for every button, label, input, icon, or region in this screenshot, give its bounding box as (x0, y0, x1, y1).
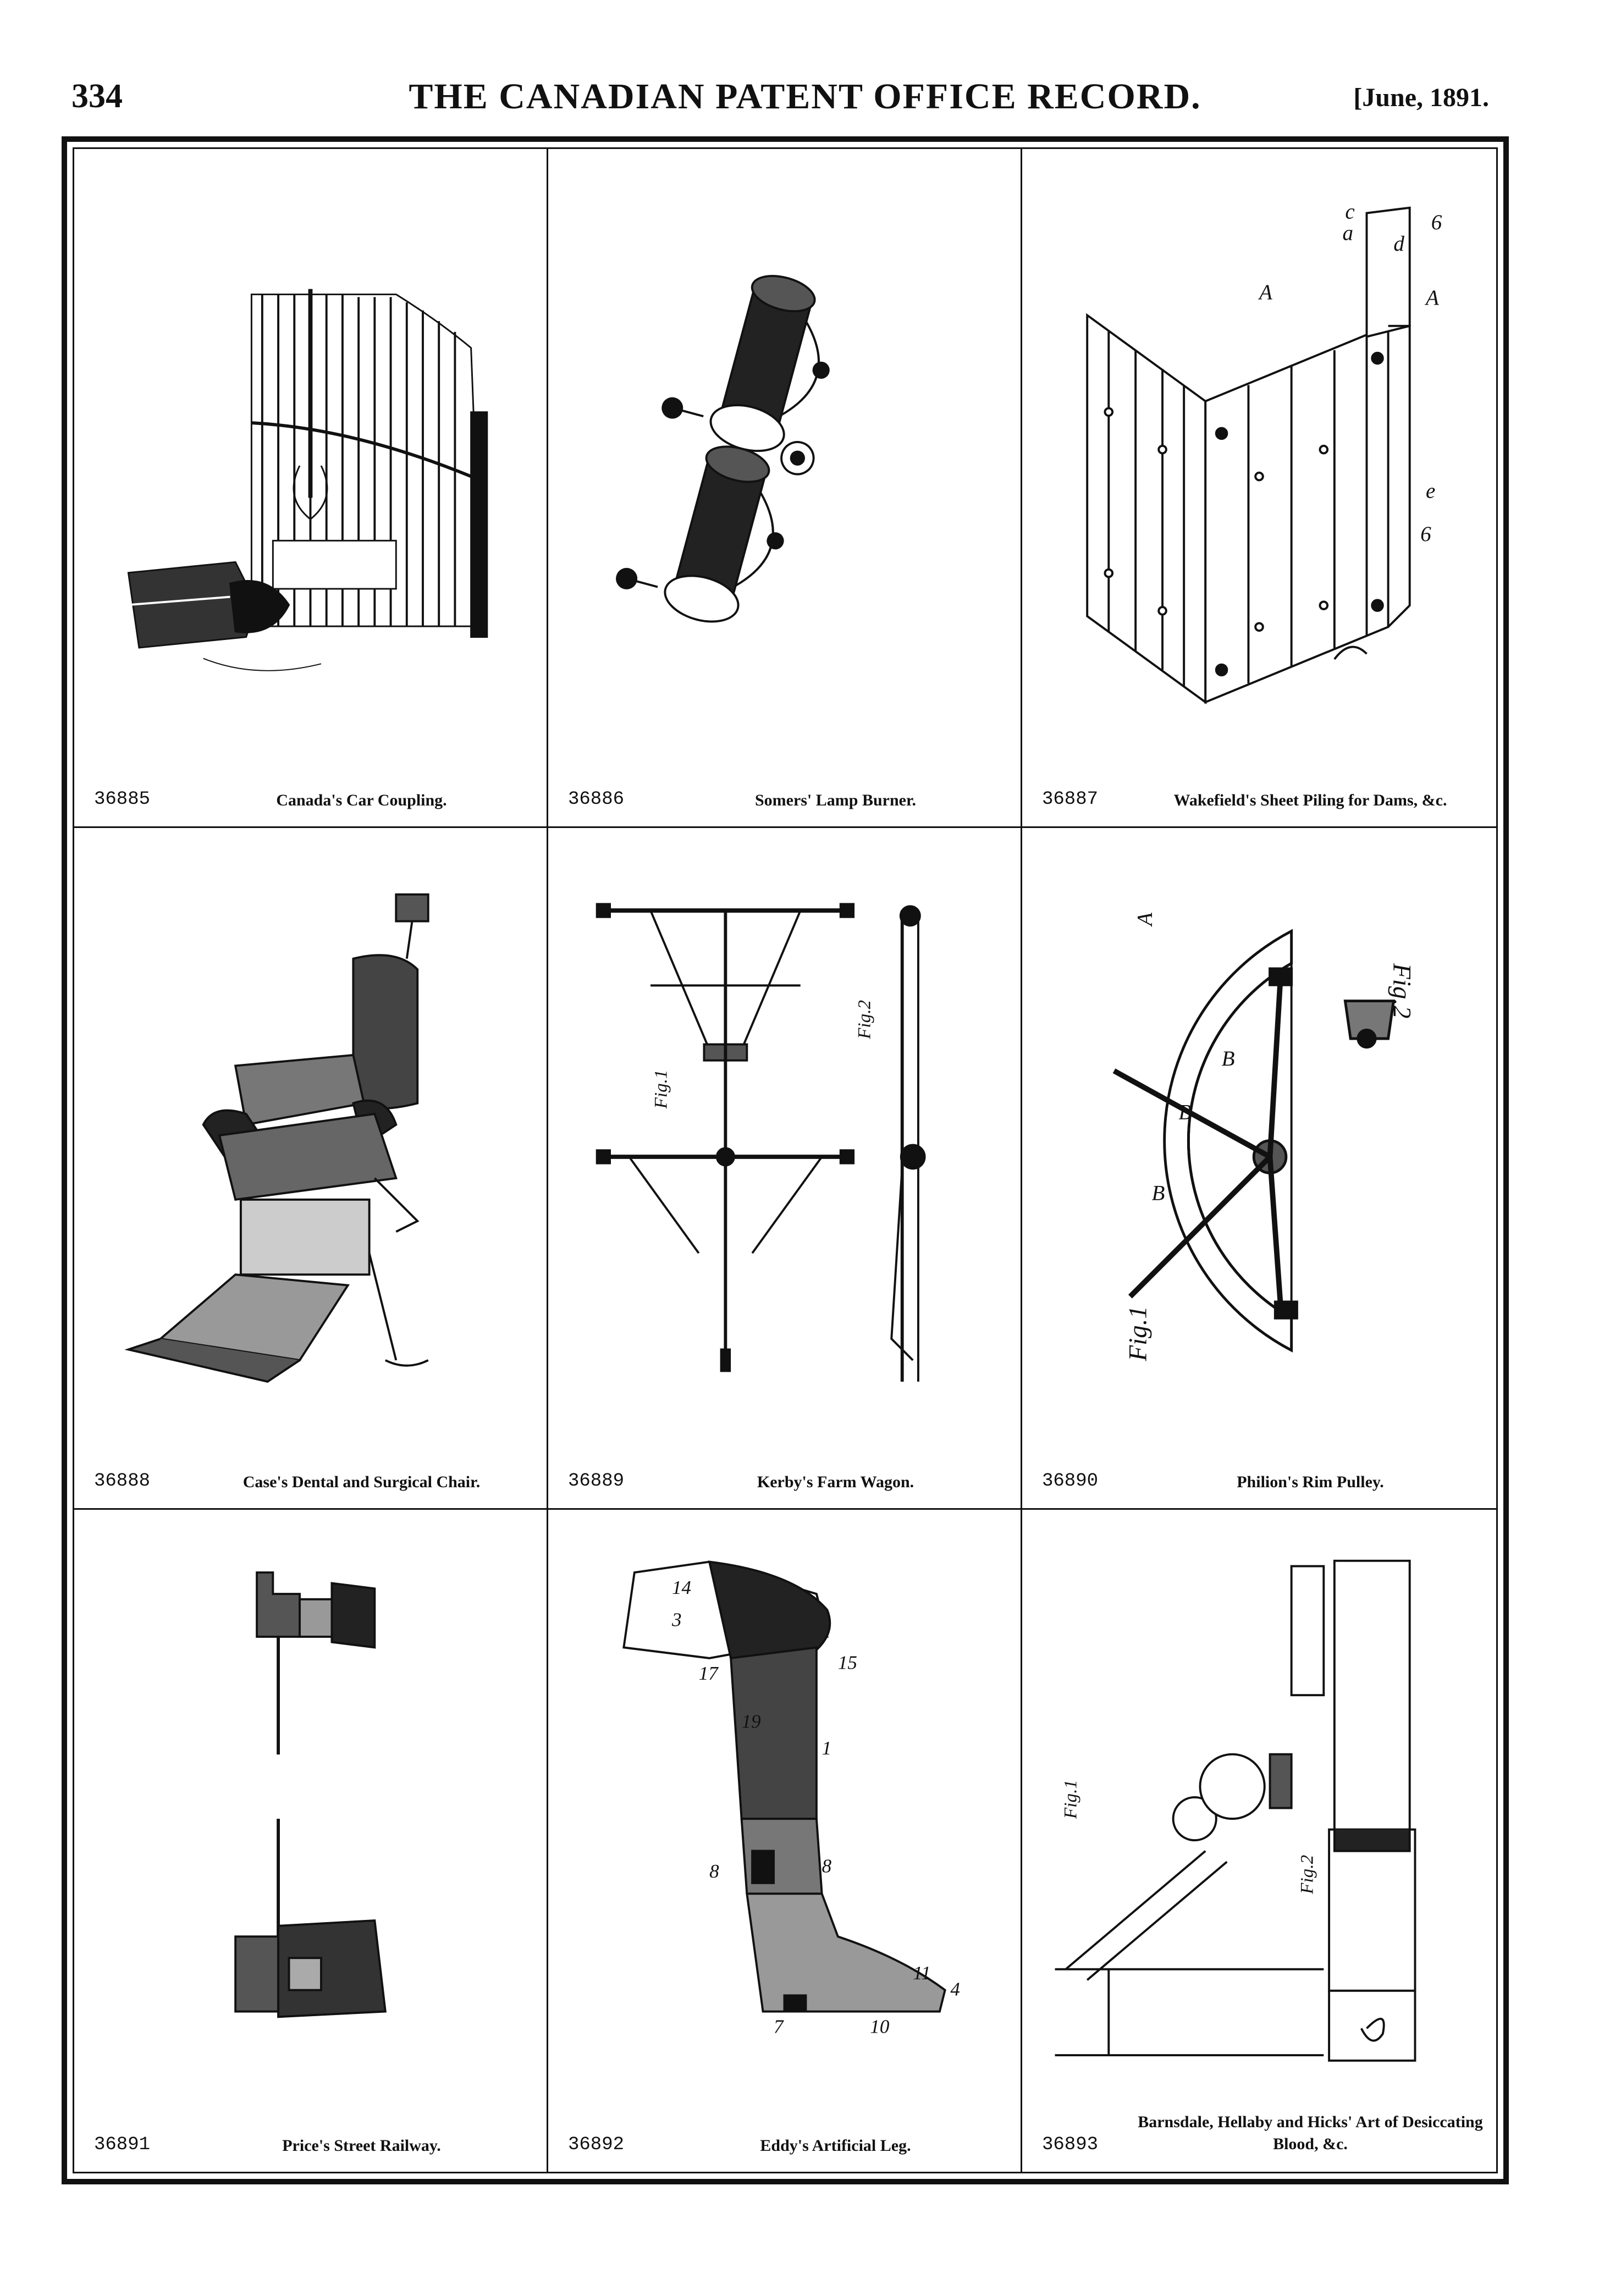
street-railway-drawing (234, 1571, 387, 2018)
piling-label-c: c (1345, 200, 1354, 223)
piling-label-6b: 6 (1420, 522, 1431, 546)
leg-label-7: 7 (774, 2016, 784, 2038)
leg-label-11: 11 (913, 1962, 930, 1984)
patent-cell-36891: 36891 Price's Street Railway. (74, 1510, 548, 2172)
wagon-fig2-label: Fig.2 (854, 1000, 874, 1040)
page-header: 334 THE CANADIAN PATENT OFFICE RECORD. [… (0, 66, 1610, 126)
wagon-fig1-label: Fig.1 (651, 1070, 671, 1110)
piling-label-e: e (1426, 479, 1435, 503)
patent-number: 36886 (568, 789, 625, 810)
sheet-piling-drawing: c a d 6 A A e 6 (1086, 200, 1442, 704)
rim-pulley-drawing: A B B B Fig.2 Fig.1 (1112, 912, 1416, 1362)
desiccating-blood-drawing: Fig.1 Fig.2 (1055, 1559, 1416, 2062)
figure-lamp-burner (570, 171, 999, 760)
patent-caption: 36893 Barnsdale, Hellaby and Hicks' Art … (1042, 2100, 1485, 2155)
issue-date: [June, 1891. (1353, 83, 1489, 112)
piling-label-6: 6 (1431, 211, 1442, 234)
piling-label-a: a (1343, 221, 1354, 245)
piling-label-a2: A (1424, 286, 1440, 310)
patent-caption: 36891 Price's Street Railway. (94, 2122, 536, 2155)
patent-number: 36891 (94, 2134, 151, 2155)
pulley-label-b3: B (1152, 1181, 1165, 1205)
patent-cell-36885: 36885 Canada's Car Coupling. (74, 149, 548, 828)
dental-chair-drawing (124, 893, 429, 1383)
patent-title: Canada's Car Coupling. (276, 791, 447, 809)
patent-number: 36887 (1042, 789, 1099, 810)
figure-artificial-leg: 14 3 15 17 19 1 8 8 7 10 11 4 (570, 1532, 999, 2106)
patent-cell-36892: 14 3 15 17 19 1 8 8 7 10 11 4 (548, 1510, 1022, 2172)
patent-caption: 36885 Canada's Car Coupling. (94, 777, 536, 810)
patent-title: Barnsdale, Hellaby and Hicks' Art of Des… (1138, 2113, 1483, 2153)
patent-number: 36892 (568, 2134, 625, 2155)
patent-number: 36890 (1042, 1471, 1099, 1492)
patent-title: Case's Dental and Surgical Chair. (242, 1473, 481, 1491)
leg-label-1: 1 (822, 1737, 832, 1759)
patent-title: Kerby's Farm Wagon. (757, 1473, 914, 1491)
patent-caption: 36887 Wakefield's Sheet Piling for Dams,… (1042, 777, 1485, 810)
patent-number: 36888 (94, 1471, 151, 1492)
pulley-label-a: A (1133, 912, 1157, 928)
page-number: 334 (71, 78, 123, 115)
patent-cell-36888: 36888 Case's Dental and Surgical Chair. (74, 828, 548, 1510)
patent-caption: 36890 Philion's Rim Pulley. (1042, 1459, 1485, 1492)
leg-label-8a: 8 (709, 1861, 719, 1882)
figure-rim-pulley: A B B B Fig.2 Fig.1 (1044, 850, 1474, 1442)
journal-title: THE CANADIAN PATENT OFFICE RECORD. (409, 76, 1201, 117)
patent-caption: 36886 Somers' Lamp Burner. (568, 777, 1010, 810)
piling-label-d: d (1393, 232, 1404, 256)
patent-title: Philion's Rim Pulley. (1237, 1473, 1384, 1491)
figure-car-coupling (96, 171, 525, 760)
pulley-fig1-label: Fig.1 (1124, 1306, 1153, 1361)
leg-label-14: 14 (672, 1577, 691, 1598)
patent-caption: 36888 Case's Dental and Surgical Chair. (94, 1459, 536, 1492)
patent-cell-36887: c a d 6 A A e 6 36887 Wakefield's Sheet (1022, 149, 1496, 828)
leg-label-4: 4 (950, 1978, 960, 2000)
leg-label-15: 15 (838, 1652, 857, 1673)
leg-label-17: 17 (699, 1663, 719, 1684)
car-coupling-drawing (127, 289, 488, 671)
patent-number: 36889 (568, 1471, 625, 1492)
patent-title: Eddy's Artificial Leg. (760, 2137, 911, 2155)
figure-farm-wagon: Fig.1 Fig.2 (570, 850, 999, 1442)
patent-number: 36885 (94, 789, 151, 810)
patent-caption: 36889 Kerby's Farm Wagon. (568, 1459, 1010, 1492)
artificial-leg-drawing: 14 3 15 17 19 1 8 8 7 10 11 4 (622, 1560, 960, 2038)
patent-number: 36893 (1042, 2134, 1099, 2155)
patent-plate: 36885 Canada's Car Coupling. (62, 136, 1509, 2184)
leg-label-19: 19 (742, 1710, 761, 1732)
blood-fig2-label: Fig.2 (1297, 1855, 1317, 1895)
pulley-label-b2: B (1178, 1101, 1192, 1124)
plate-inner-border: 36885 Canada's Car Coupling. (73, 147, 1498, 2173)
blood-fig1-label: Fig.1 (1061, 1780, 1081, 1819)
piling-label-a1: A (1258, 280, 1273, 304)
pulley-fig2-label: Fig.2 (1387, 963, 1416, 1018)
leg-label-10: 10 (870, 2016, 890, 2038)
patent-title: Price's Street Railway. (282, 2137, 441, 2155)
pulley-label-b1: B (1222, 1047, 1235, 1070)
patent-cell-36886: 36886 Somers' Lamp Burner. (548, 149, 1022, 828)
farm-wagon-drawing: Fig.1 Fig.2 (596, 903, 926, 1382)
lamp-burner-drawing (616, 275, 830, 623)
patent-cell-36890: A B B B Fig.2 Fig.1 36890 Philion's Rim … (1022, 828, 1496, 1510)
leg-label-3: 3 (671, 1609, 682, 1630)
figure-dental-chair (96, 850, 525, 1442)
figure-desiccating-blood: Fig.1 Fig.2 (1044, 1532, 1474, 2106)
patent-title: Somers' Lamp Burner. (754, 791, 917, 809)
patent-cell-36893: Fig.1 Fig.2 36893 Barnsdale, Hellaby and… (1022, 1510, 1496, 2172)
figure-sheet-piling: c a d 6 A A e 6 (1044, 171, 1474, 760)
figure-street-railway (96, 1532, 525, 2106)
patent-cell-36889: Fig.1 Fig.2 36889 Kerby's Farm Wagon. (548, 828, 1022, 1510)
patent-title: Wakefield's Sheet Piling for Dams, &c. (1173, 791, 1447, 809)
leg-label-8b: 8 (822, 1855, 832, 1876)
patent-grid: 36885 Canada's Car Coupling. (74, 149, 1496, 2172)
patent-caption: 36892 Eddy's Artificial Leg. (568, 2122, 1010, 2155)
